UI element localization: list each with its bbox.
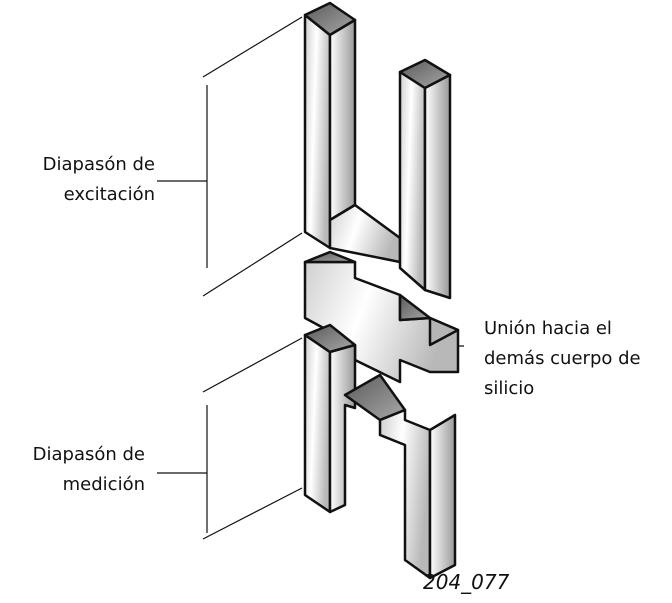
junction-label: Unión hacia el demás cuerpo de silicio	[484, 314, 641, 404]
measurement-label-line1: Diapasón de	[32, 444, 145, 465]
excitation-label: Diapasón de excitación	[10, 150, 155, 210]
excitation-label-line2: excitación	[63, 184, 155, 205]
measurement-fork	[303, 323, 457, 580]
excitation-fork	[303, 1, 452, 300]
junction-label-line2: demás cuerpo de	[484, 348, 641, 369]
measurement-label: Diapasón de medición	[10, 440, 145, 500]
junction-label-line3: silicio	[484, 378, 535, 399]
excitation-label-line1: Diapasón de	[42, 154, 155, 175]
junction-label-line1: Unión hacia el	[484, 318, 612, 339]
measurement-label-line2: medición	[62, 474, 145, 495]
measurement-bracket	[157, 337, 303, 540]
figure-reference: 204_077	[423, 570, 510, 594]
excitation-bracket	[157, 16, 303, 297]
junction-block	[303, 250, 460, 384]
